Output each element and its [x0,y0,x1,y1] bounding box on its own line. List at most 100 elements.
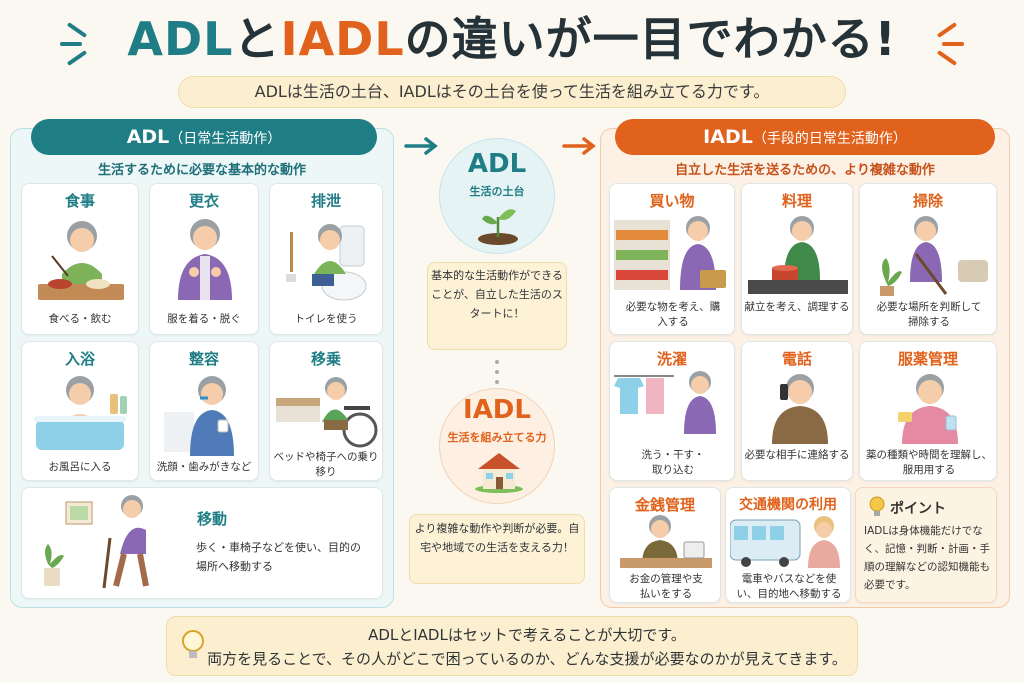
card-title: 服薬管理 [897,350,958,368]
card-title: 交通機関の利用 [739,497,837,513]
card-title: 排泄 [310,192,341,210]
card-caption: 薬の種類や時間を理解し、服用用する [866,449,992,476]
subtitle-banner: ADLは生活の土台、IADLはその土台を使って生活を組み立てる力です。 [178,76,846,108]
title-adl: ADL [127,12,234,66]
page-title: ADLとIADLの違いが一目でわかる! [0,8,1024,70]
adl-heading-sub: （日常生活動作） [169,131,282,147]
card-caption: 洗う・干す・取り込む [641,449,705,476]
card-caption: 電車やバスなどを使い、目的地へ移動する [736,573,842,600]
card-caption: 歩く・車椅子などを使い、目的の場所へ移動する [196,541,361,573]
card-title: 入浴 [64,350,95,368]
adl-circle-subtitle: 生活の土台 [469,185,525,198]
card-caption: 献立を考え、調理する [744,301,850,313]
adl-foundation-circle: ADL 生活の土台 [439,138,555,254]
laundry-illustration [614,371,716,434]
adl-card-toilet: 排泄 トイレを使う [269,183,383,335]
adl-panel: ADL（日常生活動作） 生活するために必要な基本的な動作 食事 食べる・飲む 更… [10,119,394,608]
iadl-card-laundry: 洗濯 洗う・干す・取り込む [609,341,735,481]
iadl-build-circle: IADL 生活を組み立てる力 [439,388,555,504]
house-icon [475,453,523,493]
lightbulb-icon [182,630,204,658]
card-caption: 洗顔・歯みがきなど [156,461,252,473]
iadl-card-money: 金銭管理 お金の管理や支払いをする [609,487,721,603]
footer-line-1: ADLとIADLはセットで考えることが大切です。 [368,626,686,644]
iadl-heading-sub: （手段的日常生活動作） [752,131,907,147]
card-caption: 必要な場所を判断して掃除する [876,301,982,328]
eating-illustration [38,221,124,300]
cleaning-illustration [880,216,988,296]
iadl-card-medication: 服薬管理 薬の種類や時間を理解し、服用用する [859,341,997,481]
point-title: ポイント [890,501,946,517]
dressing-illustration [178,219,232,300]
iadl-card-cooking: 料理 献立を考え、調理する [741,183,853,335]
cooking-illustration [748,216,848,294]
card-title: 更衣 [188,192,219,210]
adl-card-eating: 食事 食べる・飲む [21,183,139,335]
iadl-card-cleaning: 掃除 必要な場所を判断して掃除する [859,183,997,335]
lightbulb-icon [869,496,885,516]
iadl-circle-subtitle: 生活を組み立てる力 [447,431,547,444]
card-caption: 服を着る・脱ぐ [167,313,241,325]
bathing-illustration [34,376,127,450]
card-title: 洗濯 [656,350,687,368]
card-caption: 必要な物を考え、購入する [625,301,721,328]
grooming-illustration [164,376,234,456]
divider-dot [495,360,499,364]
iadl-description: 自立した生活を送るための、より複雑な動作 [675,163,935,178]
card-caption: お金の管理や支払いをする [629,573,703,600]
decor-spark [942,42,964,46]
title-iadl: IADL [280,12,405,66]
adl-heading: ADL（日常生活動作） [31,119,377,155]
adl-card-transfer: 移乗 ベッドや椅子への乗り移り [269,341,383,481]
card-title: 買い物 [649,192,695,210]
card-title: 移乗 [310,350,341,368]
medication-illustration [898,374,958,444]
iadl-panel: IADL（手段的日常生活動作） 自立した生活を送るための、より複雑な動作 買い物… [600,119,1010,608]
card-title: 食事 [64,192,95,210]
shopping-illustration [614,216,726,290]
title-rest: の違いが一目でわかる! [404,12,897,66]
adl-circle-title: ADL [467,149,527,179]
walking-illustration [44,495,149,589]
iadl-card-phone: 電話 必要な相手に連絡する [741,341,853,481]
card-caption: 食べる・飲む [48,313,112,325]
card-caption: お風呂に入る [48,461,112,473]
adl-card-moving: 移動 歩く・車椅子などを使い、目的の場所へ移動する [21,487,383,599]
iadl-note: より複雑な動作や判断が必要。自宅や地域での生活を支える力！ [409,514,585,584]
point-card: ポイント IADLは身体機能だけでなく、記憶・判断・計画・手順の理解などの認知機… [855,487,997,603]
adl-card-dressing: 更衣 服を着る・脱ぐ [149,183,259,335]
point-body: IADLは身体機能だけでなく、記憶・判断・計画・手順の理解などの認知機能も必要で… [864,525,990,591]
divider-dot [495,380,499,384]
card-title: 整容 [188,350,219,368]
card-title: 電話 [781,350,812,368]
iadl-card-transport: 交通機関の利用 電車やバスなどを使い、目的地へ移動する [725,487,851,603]
iadl-heading: IADL（手段的日常生活動作） [615,119,995,155]
divider-dot [495,370,499,374]
phone-illustration [772,374,828,444]
arrow-right-icon [404,137,438,155]
footer-banner: ADLとIADLはセットで考えることが大切です。 両方を見ることで、その人がどこ… [166,616,858,676]
card-title: 移動 [196,510,227,528]
card-caption: 必要な相手に連絡する [744,449,850,461]
adl-card-bathing: 入浴 お風呂に入る [21,341,139,481]
decor-spark [60,42,82,46]
card-caption: トイレを使う [294,313,358,325]
toilet-illustration [286,224,367,301]
card-title: 金銭管理 [634,496,695,514]
adl-card-grooming: 整容 洗顔・歯みがきなど [149,341,259,481]
adl-note: 基本的な生活動作ができることが、自立した生活のスタートに！ [427,262,567,350]
sprout-icon [478,209,518,245]
arrow-right-icon [562,137,596,155]
iadl-heading-main: IADL [703,126,753,148]
card-title: 料理 [781,192,812,210]
adl-heading-main: ADL [126,126,170,148]
iadl-circle-title: IADL [463,395,531,425]
footer-line-2: 両方を見ることで、その人がどこで困っているのか、どんな支援が必要なのかが見えてき… [207,650,847,668]
money-illustration [620,515,712,568]
bus-illustration [730,516,840,568]
card-title: 掃除 [912,192,943,210]
iadl-card-shopping: 買い物 必要な物を考え、購入する [609,183,735,335]
title-to: と [233,12,281,66]
card-caption: ベッドや椅子への乗り移り [273,451,379,478]
adl-description: 生活するために必要な基本的な動作 [97,163,306,178]
